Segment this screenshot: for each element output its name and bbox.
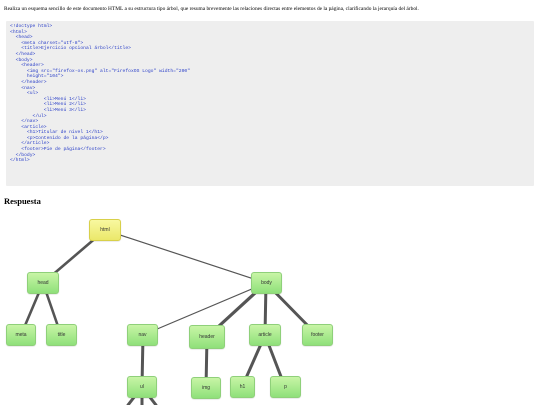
- node-h1: h1: [230, 376, 255, 398]
- code-line: <meta charset="utf-8">: [10, 40, 84, 46]
- code-line: </ul>: [10, 113, 47, 119]
- code-line: <nav>: [10, 85, 36, 91]
- code-line: </head>: [10, 51, 36, 57]
- code-line: <!doctype html>: [10, 24, 53, 29]
- node-body: body: [251, 272, 282, 294]
- code-line: </header>: [10, 79, 47, 85]
- node-article: article: [249, 324, 281, 346]
- node-html: html: [89, 219, 121, 241]
- code-line: <header>: [10, 63, 44, 69]
- html-source-code: <!doctype html> <html> <head> <meta char…: [10, 24, 190, 164]
- node-footer: footer: [302, 324, 333, 346]
- edge-html-body: [104, 229, 267, 284]
- code-line: height="104">: [10, 74, 64, 80]
- node-meta: meta: [6, 324, 36, 346]
- code-line: </nav>: [10, 119, 39, 125]
- code-line: <html>: [10, 29, 27, 35]
- node-head: head: [27, 272, 59, 294]
- code-line: <h1>Titular de nivel 1</h1>: [10, 130, 103, 136]
- code-line: <ul>: [10, 91, 39, 97]
- node-nav: nav: [127, 324, 158, 346]
- code-line: <title>Ejercicio opcional árbol</title>: [10, 46, 131, 52]
- code-line: <li>Menú 2</li>: [10, 102, 86, 108]
- node-ul: ul: [127, 376, 157, 398]
- instruction-text: Realiza un esquema sencillo de este docu…: [4, 6, 419, 12]
- code-line: <article>: [10, 124, 47, 130]
- code-line: <body>: [10, 57, 33, 63]
- node-img: img: [191, 377, 221, 399]
- code-line: <p>Contenido de la página</p>: [10, 135, 109, 141]
- code-line: </html>: [10, 158, 30, 164]
- edge-body-nav: [142, 282, 267, 336]
- code-line: </body>: [10, 152, 36, 158]
- code-line: <li>Menú 1</li>: [10, 96, 86, 102]
- code-line: <li>Menú 3</li>: [10, 107, 86, 113]
- code-line: <img src="firefox-os.png" alt="FirefoxOS…: [10, 68, 191, 74]
- code-line: </article>: [10, 141, 50, 147]
- code-line: <head>: [10, 35, 33, 41]
- answer-heading: Respuesta: [4, 196, 41, 206]
- node-title: title: [46, 324, 77, 346]
- node-p: p: [270, 376, 301, 398]
- node-header: header: [189, 325, 225, 349]
- code-block: <!doctype html> <html> <head> <meta char…: [6, 21, 534, 186]
- code-line: <footer>Pie de página</footer>: [10, 147, 106, 153]
